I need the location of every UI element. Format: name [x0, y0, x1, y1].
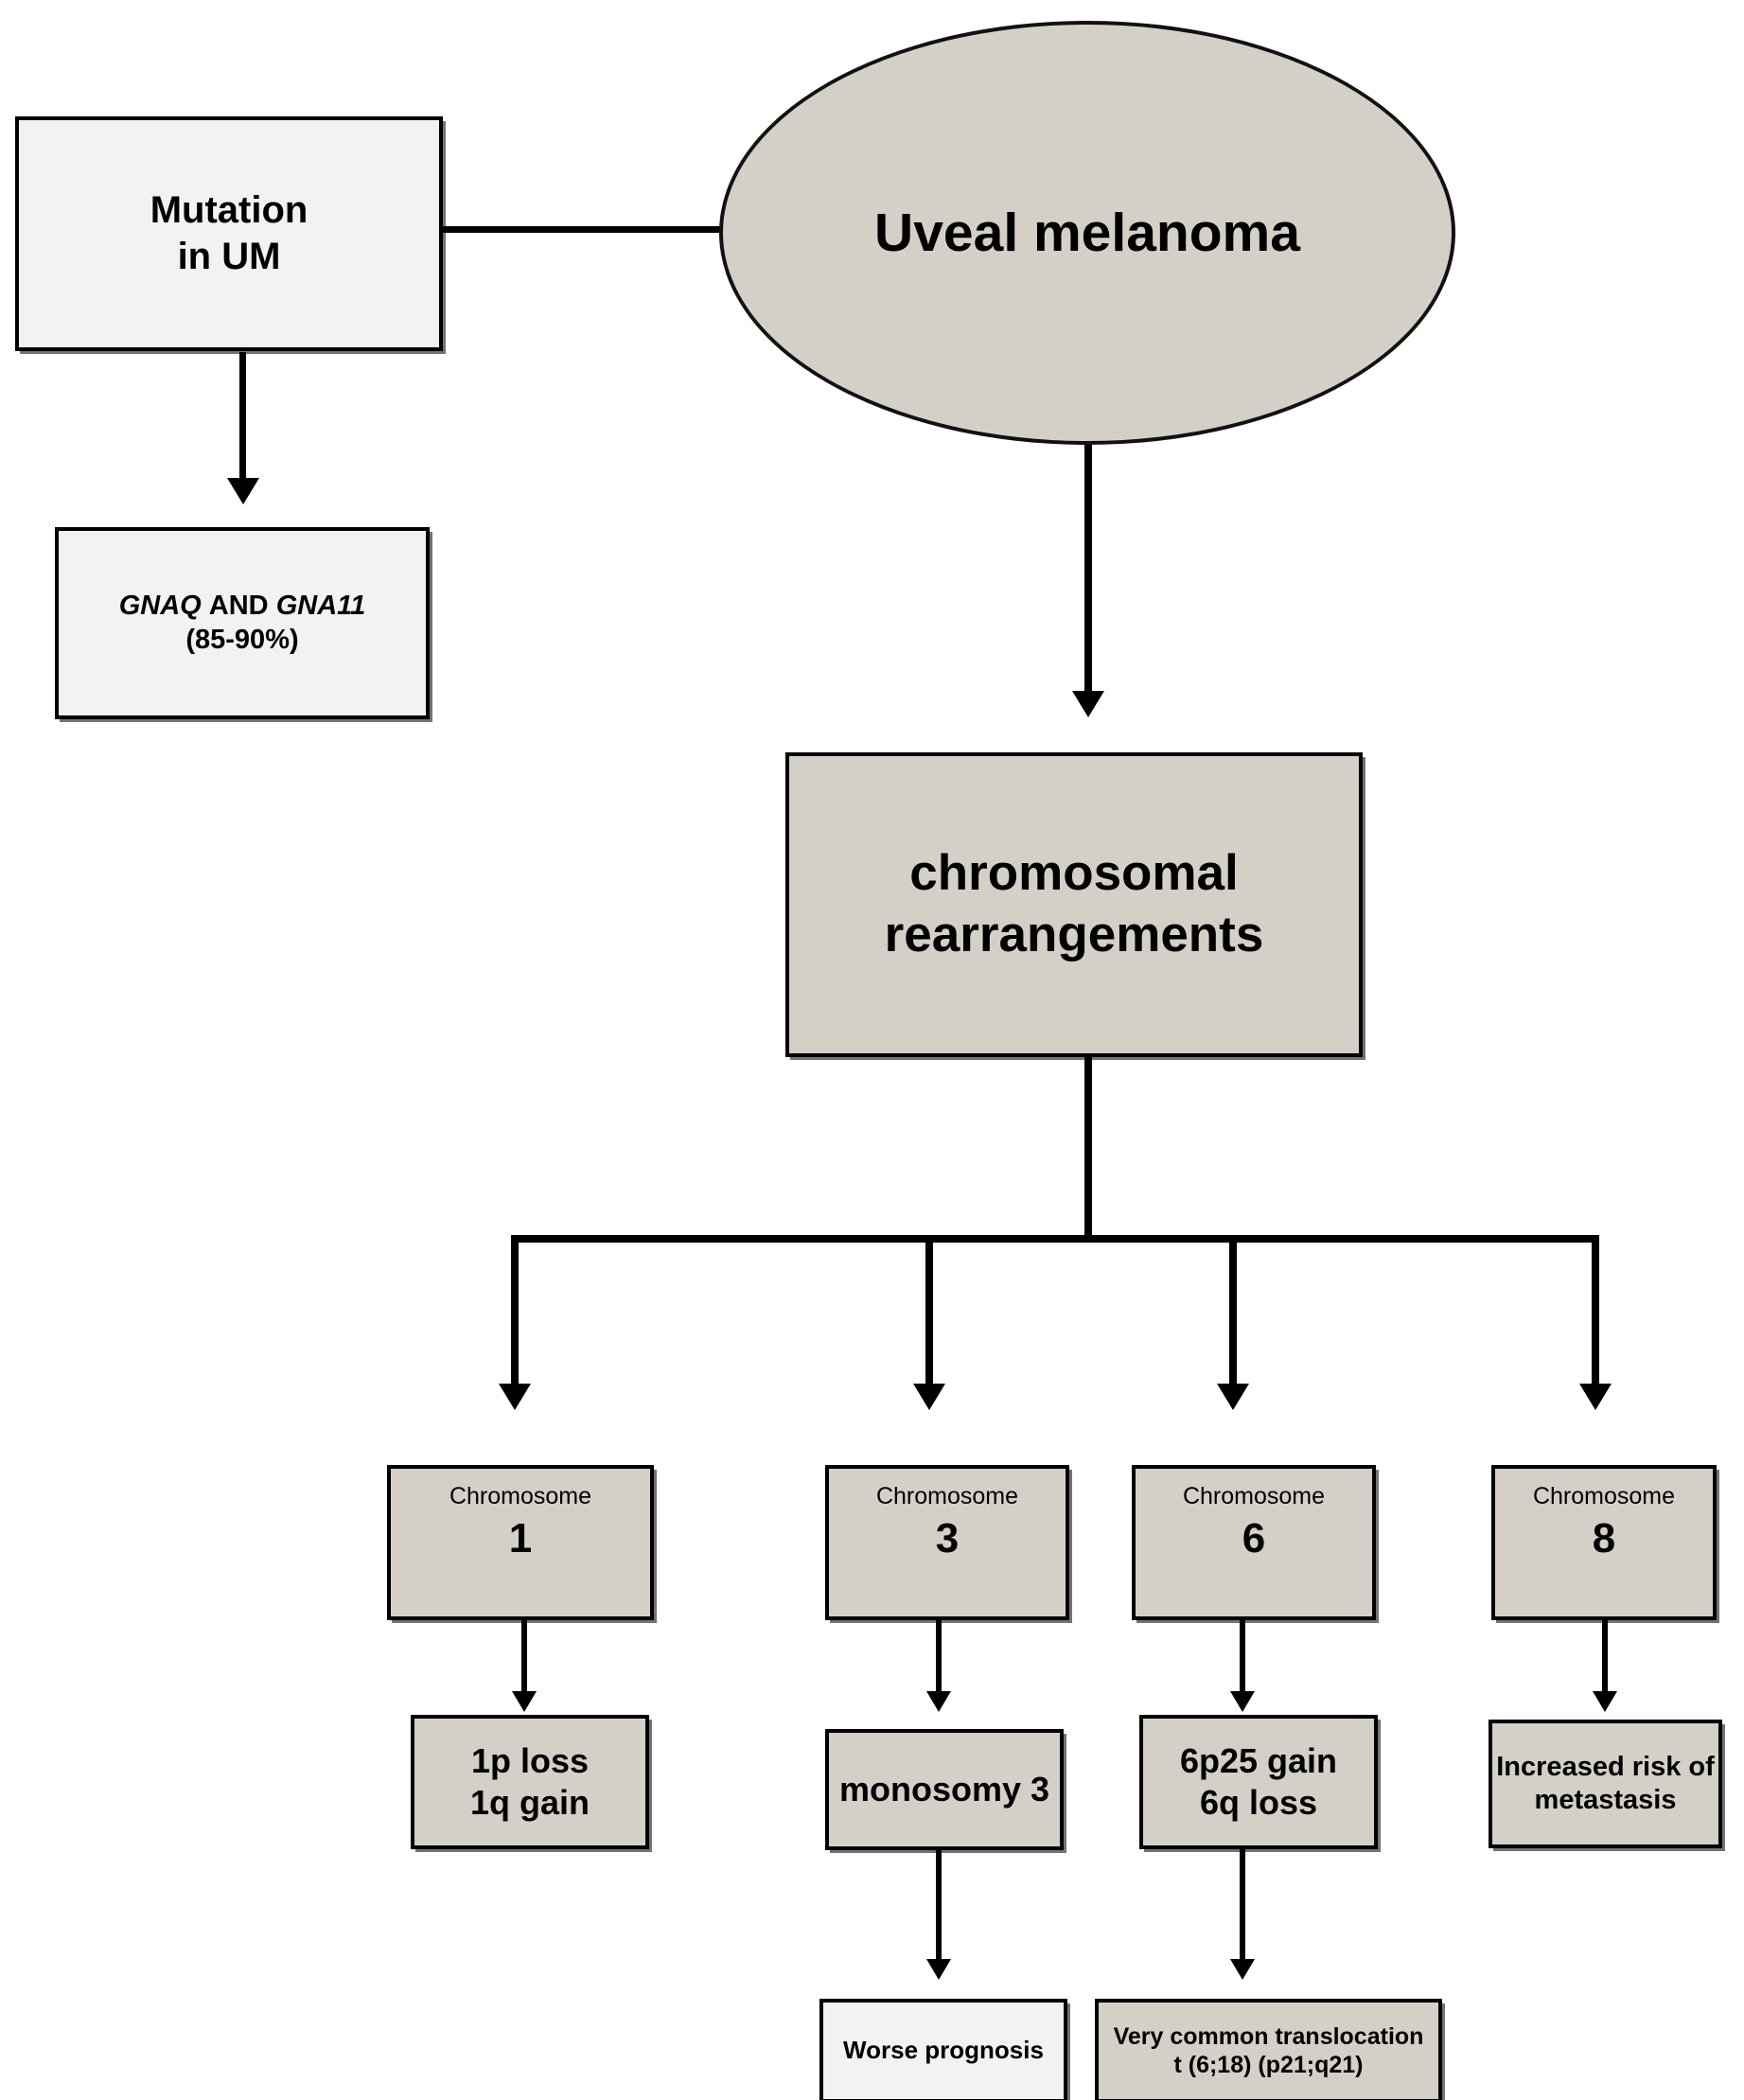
connector-6p25-to-translocation-arrowhead [1230, 1959, 1255, 1980]
connector-uveal-to-rearrangements-line [1084, 431, 1092, 705]
gnaq-and-label: AND [208, 591, 269, 622]
mutation-line-1: Mutation [150, 189, 308, 232]
connector-chrom1-to-outcome1-arrowhead [512, 1691, 537, 1712]
outcome-1-line-1: 1p loss [470, 1741, 590, 1781]
chromosome-6-caption: Chromosome [1182, 1483, 1326, 1509]
connector-branch-drop-3 [1229, 1235, 1237, 1393]
outcome-4-line-2: metastasis [1534, 1785, 1677, 1815]
connector-mutation-to-gnaq-line [239, 352, 246, 485]
connector-monosomy-to-prognosis-arrowhead [926, 1959, 951, 1980]
node-chromosome-6[interactable]: Chromosome 6 [1132, 1465, 1376, 1620]
connector-branch-arrowhead-3 [1217, 1384, 1249, 1410]
node-uveal-melanoma[interactable]: Uveal melanoma [719, 21, 1455, 445]
node-mutation-in-um[interactable]: Mutation in UM [15, 116, 443, 351]
connector-chrom3-to-outcome2-line [936, 1618, 942, 1703]
node-outcome-chromosome-1[interactable]: 1p loss 1q gain [411, 1715, 649, 1849]
connector-chrom3-to-outcome2-arrowhead [926, 1691, 951, 1712]
gnaq-percent: (85-90%) [185, 624, 299, 655]
outcome-3-line-1: 6p25 gain [1179, 1741, 1338, 1781]
uveal-melanoma-label: Uveal melanoma [874, 203, 1300, 263]
chromosome-6-number: 6 [1242, 1514, 1266, 1562]
translocation-line-2: t (6;18) (p21;q21) [1173, 2052, 1364, 2078]
outcome-2-line-1: monosomy 3 [838, 1770, 1050, 1809]
connector-branch-arrowhead-2 [913, 1384, 945, 1410]
connector-branch-bus [511, 1235, 1599, 1243]
node-chromosome-3[interactable]: Chromosome 3 [825, 1465, 1069, 1620]
gnaq-gene-2: GNA11 [275, 591, 366, 622]
connector-mutation-to-gnaq-arrowhead [227, 478, 259, 504]
connector-branch-arrowhead-4 [1579, 1384, 1612, 1410]
chromosome-1-number: 1 [508, 1514, 533, 1562]
connector-chrom6-to-outcome3-line [1240, 1618, 1245, 1703]
connector-chrom8-to-outcome4-line [1602, 1618, 1608, 1703]
chromosome-3-caption: Chromosome [875, 1483, 1019, 1509]
node-chromosomal-rearrangements[interactable]: chromosomal rearrangements [785, 752, 1363, 1057]
outcome-4-line-1: Increased risk of [1496, 1751, 1715, 1782]
connector-branch-arrowhead-1 [499, 1384, 531, 1410]
connector-uveal-to-rearrangements-arrowhead [1072, 691, 1104, 717]
node-outcome-chromosome-8[interactable]: Increased risk of metastasis [1489, 1720, 1722, 1848]
node-outcome-chromosome-6[interactable]: 6p25 gain 6q loss [1139, 1715, 1378, 1849]
outcome-1-line-2: 1q gain [469, 1783, 590, 1822]
translocation-line-1: Very common translocation [1113, 2022, 1424, 2050]
connector-branch-drop-2 [925, 1235, 933, 1393]
chromosome-8-number: 8 [1592, 1514, 1616, 1562]
node-worse-prognosis[interactable]: Worse prognosis [819, 1999, 1067, 2100]
connector-monosomy-to-prognosis-line [936, 1847, 942, 1970]
node-outcome-chromosome-3[interactable]: monosomy 3 [825, 1729, 1064, 1850]
node-gnaq-gna11[interactable]: GNAQ AND GNA11 (85-90%) [55, 527, 430, 719]
connector-rearrangements-stem [1084, 1056, 1092, 1242]
chromosome-1-caption: Chromosome [449, 1483, 592, 1509]
connector-branch-drop-1 [511, 1235, 519, 1393]
worse-prognosis-label: Worse prognosis [843, 2036, 1044, 2065]
node-translocation[interactable]: Very common translocation t (6;18) (p21;… [1095, 1999, 1442, 2100]
node-chromosome-1[interactable]: Chromosome 1 [387, 1465, 654, 1620]
connector-mutation-to-uveal [441, 226, 727, 233]
connector-branch-drop-4 [1592, 1235, 1599, 1393]
mutation-line-2: in UM [177, 236, 281, 277]
connector-6p25-to-translocation-line [1240, 1847, 1245, 1970]
gnaq-conjunction [202, 591, 209, 621]
chromosomal-rearrangements-line-2: rearrangements [884, 907, 1264, 962]
chromosome-8-caption: Chromosome [1532, 1483, 1676, 1509]
outcome-3-line-2: 6q loss [1199, 1783, 1318, 1822]
connector-chrom8-to-outcome4-arrowhead [1593, 1691, 1617, 1712]
chromosome-3-number: 3 [935, 1514, 960, 1562]
connector-chrom6-to-outcome3-arrowhead [1230, 1691, 1255, 1712]
gnaq-gene-1: GNAQ [118, 591, 202, 622]
node-chromosome-8[interactable]: Chromosome 8 [1491, 1465, 1717, 1620]
gnaq-gene-line: GNAQ AND GNA11 [119, 590, 366, 623]
chromosomal-rearrangements-line-1: chromosomal [909, 845, 1239, 902]
connector-chrom1-to-outcome1-line [521, 1618, 527, 1703]
